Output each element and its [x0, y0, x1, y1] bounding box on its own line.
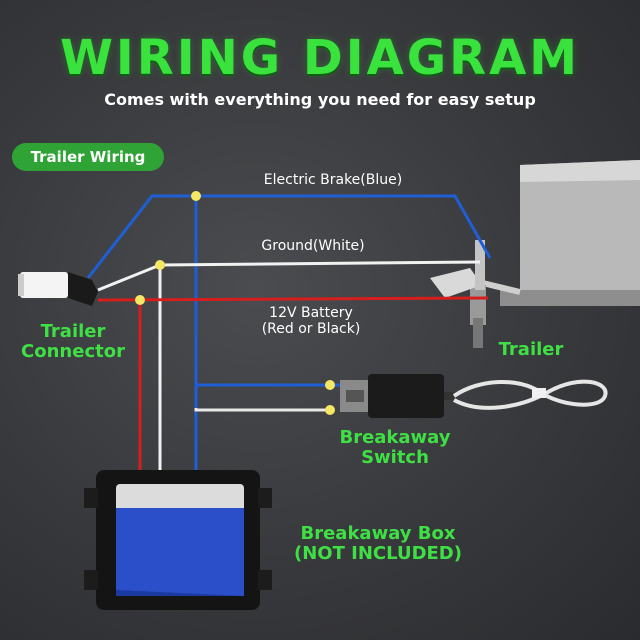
trailer-connector-plug: [18, 272, 98, 306]
switch-junction-bottom: [325, 405, 335, 415]
breakaway-switch-label: Breakaway Switch: [322, 428, 468, 468]
brake-wire-label: Electric Brake(Blue): [263, 172, 403, 188]
battery-wire: [97, 296, 489, 302]
brake-wire: [86, 194, 492, 279]
breakaway-switch-label-2: Switch: [361, 447, 429, 468]
battery-wire-label-1: 12V Battery: [269, 305, 353, 321]
page-subtitle: Comes with everything you need for easy …: [104, 90, 536, 109]
trailer-connector-label: Trailer Connector: [8, 322, 138, 362]
switch-junction-top: [325, 380, 335, 390]
breakaway-switch-device: [340, 374, 608, 418]
breakaway-box-label: Breakaway Box (NOT INCLUDED): [276, 524, 480, 564]
ground-wire-label: Ground(White): [261, 238, 365, 254]
trailer-connector-label-1: Trailer: [40, 321, 106, 342]
breakaway-box-label-1: Breakaway Box: [300, 523, 456, 544]
trailer-label: Trailer: [498, 339, 564, 360]
trailer-wiring-badge: Trailer Wiring: [12, 143, 164, 171]
page-title: WIRING DIAGRAM: [59, 30, 581, 86]
trailer-illustration: [430, 160, 640, 348]
battery-to-switch-wire: [194, 408, 330, 412]
breakaway-box-device: [84, 470, 272, 610]
breakaway-box-label-2: (NOT INCLUDED): [294, 543, 462, 564]
brake-junction: [191, 191, 201, 201]
trailer-connector-label-2: Connector: [21, 341, 125, 362]
battery-wire-label-2: (Red or Black): [261, 321, 361, 337]
breakaway-switch-label-1: Breakaway: [339, 427, 451, 448]
battery-junction: [135, 295, 145, 305]
ground-junction: [155, 260, 165, 270]
